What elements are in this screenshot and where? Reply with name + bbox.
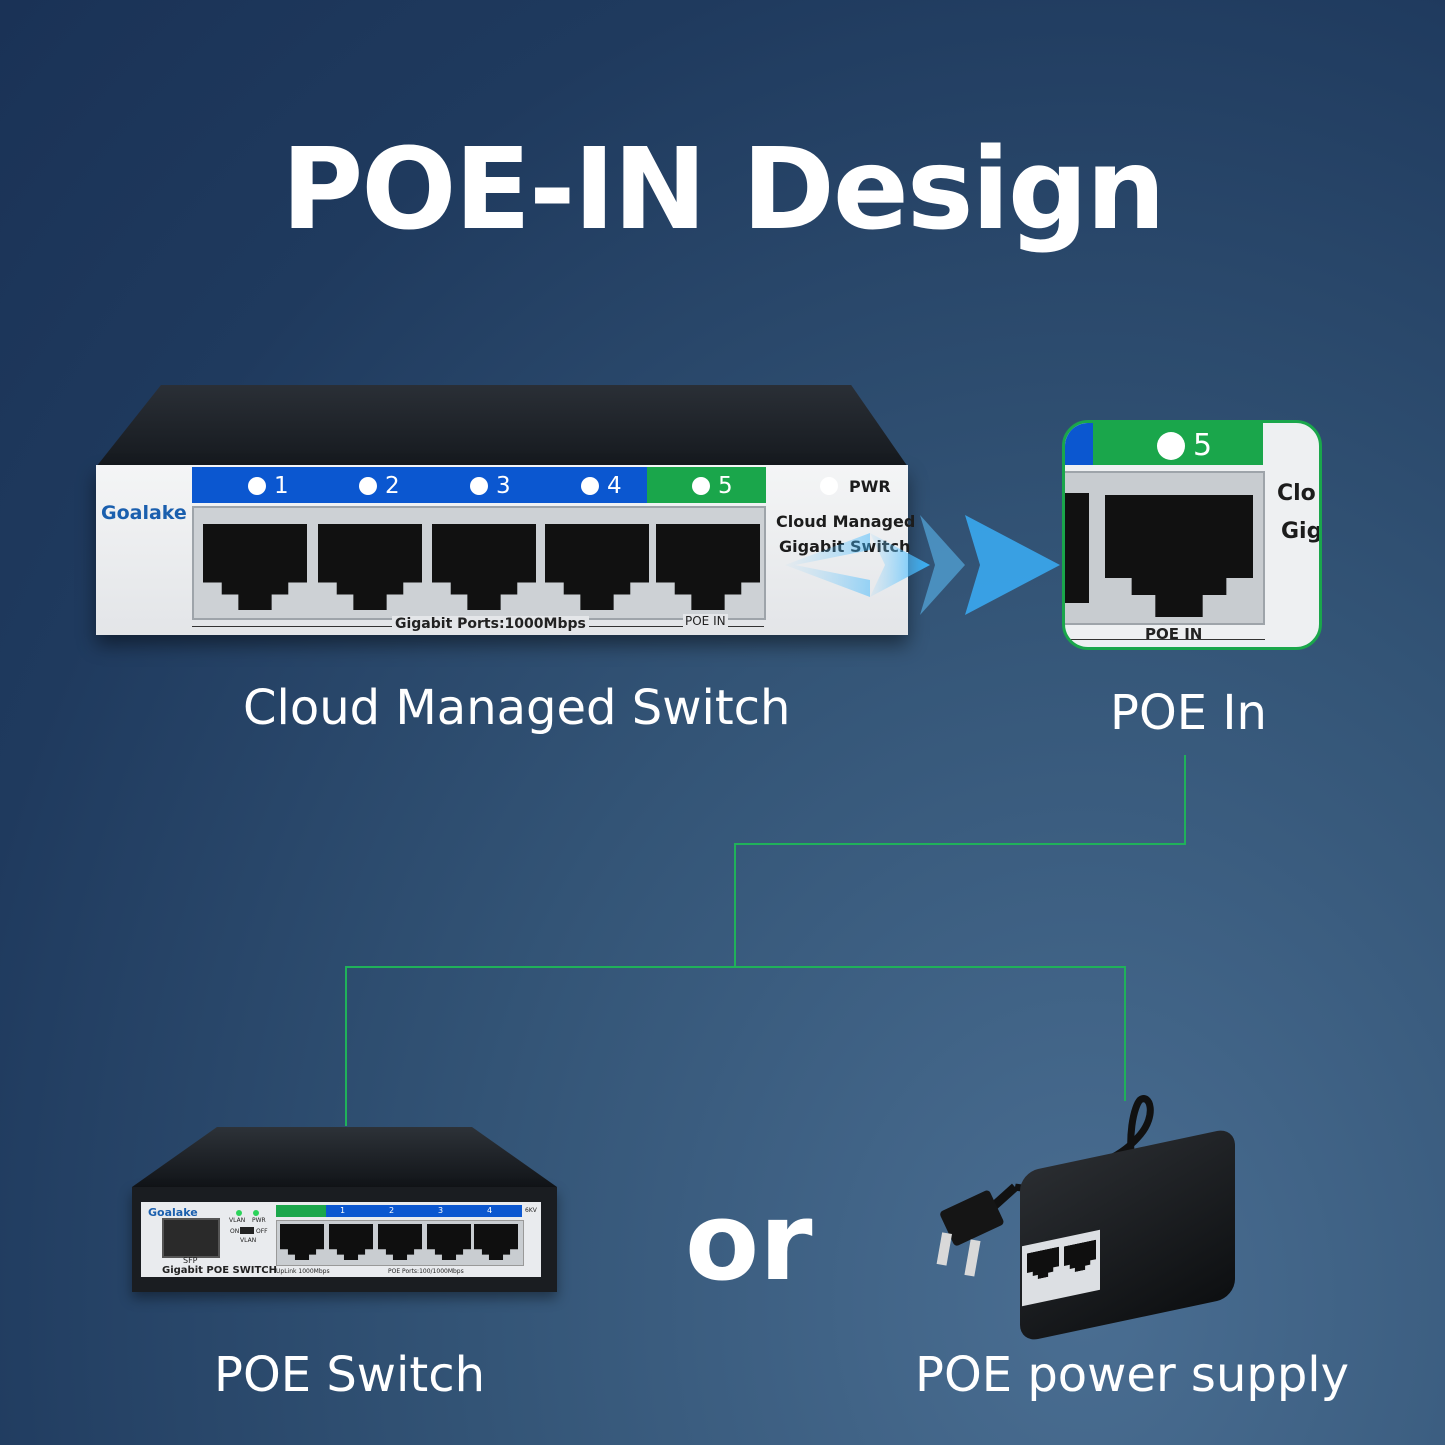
sfp-label: SFP [183, 1256, 198, 1265]
pwr-label: PWR [849, 477, 891, 496]
poe-port-num-4: 4 [487, 1206, 493, 1215]
poe-port-num-3: 3 [438, 1206, 444, 1215]
vlan-led-icon [236, 1210, 242, 1216]
poe-port-num-1: 1 [340, 1206, 346, 1215]
poe-in-caption: POE In [1110, 685, 1267, 741]
uplink-led-bar [276, 1205, 326, 1217]
poe-switch-model: Gigabit POE SWITCH [162, 1265, 278, 1276]
pwr-label-small: PWR [252, 1217, 266, 1224]
connector-line [734, 843, 1186, 845]
vlan-label: VLAN [229, 1217, 246, 1224]
on-label: ON [230, 1228, 240, 1235]
connector-line [345, 966, 347, 1126]
connector-line [1184, 755, 1186, 844]
off-label: OFF [256, 1228, 268, 1235]
poe-switch-top [132, 1127, 557, 1187]
led-indicator-icon [359, 477, 377, 495]
port-led-4: 4 [581, 473, 622, 499]
uplink-caption: UpLink 1000Mbps [276, 1268, 330, 1275]
led-indicator-icon [692, 477, 710, 495]
model-line-1: Cloud Managed [776, 512, 916, 531]
pwr-led-icon [253, 1210, 259, 1216]
led-indicator-icon [470, 477, 488, 495]
vlan-toggle-switch [240, 1227, 254, 1234]
poe-switch-brand: Goalake [148, 1206, 198, 1219]
ports-caption: Gigabit Ports:1000Mbps [392, 616, 589, 632]
port-led-5: 5 [692, 473, 733, 499]
poe-ports-caption: POE Ports:100/1000Mbps [388, 1268, 464, 1275]
poe-led-bar [326, 1205, 522, 1217]
led-indicator-icon [1157, 431, 1185, 460]
connector-line [345, 966, 1126, 968]
zoom-side-text-1: Clo [1277, 481, 1316, 506]
arrows-icon [785, 515, 1060, 615]
power-supply-caption: POE power supply [915, 1347, 1350, 1403]
cloud-switch-caption: Cloud Managed Switch [243, 680, 791, 736]
kv-label: 6KV [525, 1207, 537, 1214]
switch-brand-logo: Goalake [101, 502, 187, 524]
page-title: POE-IN Design [281, 125, 1166, 255]
connector-line [734, 843, 736, 967]
zoom-poe-in-label: POE IN [1145, 625, 1203, 643]
poe-in-zoom-box: 5 Clo Gig POE IN [1062, 420, 1322, 650]
switch-top-cover [96, 385, 908, 467]
connector-line [1124, 966, 1126, 1101]
port-led-3: 3 [470, 473, 511, 499]
pwr-led-icon [820, 477, 838, 495]
poe-switch-caption: POE Switch [214, 1347, 486, 1403]
sfp-port-icon [162, 1218, 220, 1258]
vlan-label-2: VLAN [240, 1237, 257, 1244]
zoom-side-text-2: Gig [1281, 519, 1322, 544]
led-indicator-icon [581, 477, 599, 495]
port-led-1: 1 [248, 473, 289, 499]
led-indicator-icon [248, 477, 266, 495]
poe-port-num-2: 2 [389, 1206, 395, 1215]
or-text: or [685, 1180, 813, 1305]
zoom-port-led: 5 [1157, 428, 1212, 463]
port-led-2: 2 [359, 473, 400, 499]
port-led-bar [192, 467, 647, 503]
poe-in-label: POE IN [683, 614, 728, 628]
